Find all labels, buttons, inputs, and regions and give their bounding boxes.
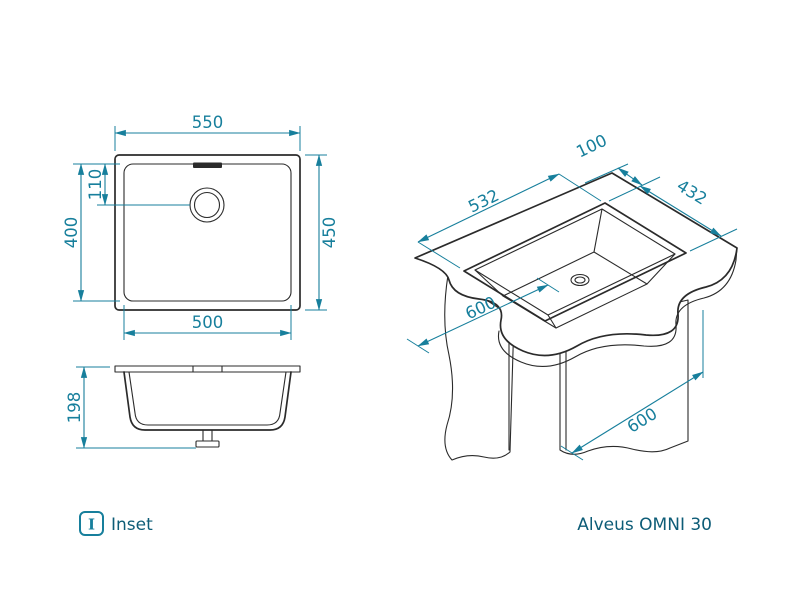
- worktop-thickness-edge: [497, 247, 738, 368]
- bowl-inner-profile: [128, 371, 287, 426]
- extension-line: [558, 173, 602, 202]
- dim-side-height: 198: [65, 366, 196, 449]
- legend: I Inset: [79, 511, 153, 536]
- drain-stub: [202, 429, 213, 442]
- dimension-text: 400: [62, 217, 81, 249]
- dimension-text: 110: [86, 169, 105, 201]
- installation-view: 532 432 100 600 600: [406, 131, 738, 461]
- drain-iso-inner: [574, 276, 586, 284]
- dim-outer-depth: 450: [305, 154, 339, 311]
- top-view: 550 450 400 110 500: [62, 113, 339, 340]
- extension-line: [417, 241, 461, 269]
- dimension-text: 550: [192, 113, 224, 132]
- dimension-text: 532: [465, 186, 502, 217]
- dimension-text: 198: [65, 392, 84, 424]
- side-view: 198: [65, 365, 301, 449]
- dimension-line: [417, 173, 560, 243]
- extension-line: [608, 176, 661, 202]
- drain-flange: [195, 440, 220, 448]
- inset-icon: [79, 511, 104, 536]
- inset-icon-letter: I: [88, 516, 95, 534]
- extension-line: [689, 228, 738, 252]
- drain-inner-circle: [193, 191, 221, 219]
- dim-bowl-width: 500: [123, 305, 292, 340]
- extension-line: [584, 163, 629, 184]
- dimension-text: 432: [673, 176, 710, 209]
- bowl-wall-edges: [474, 208, 676, 329]
- dim-drain-offset: 110: [86, 163, 190, 206]
- dimension-line: [417, 284, 549, 347]
- dim-bowl-depth: 400: [62, 163, 120, 302]
- dimension-text: 450: [320, 217, 339, 249]
- overflow-slot: [193, 162, 222, 168]
- dimension-text: 100: [573, 131, 610, 162]
- drain-iso-outer: [570, 273, 590, 287]
- dimension-line: [639, 185, 722, 237]
- product-title: Alveus OMNI 30: [577, 515, 712, 535]
- dimension-line: [617, 167, 643, 186]
- overflow-slot-side: [192, 365, 223, 373]
- dimension-text: 500: [192, 313, 224, 332]
- bowl-outer-profile: [123, 371, 292, 431]
- dimension-line: [571, 371, 704, 454]
- legend-label: Inset: [111, 515, 153, 535]
- sink-outer-edge: [114, 154, 301, 311]
- dim-outer-width: 550: [114, 113, 301, 151]
- sink-rim: [114, 365, 301, 373]
